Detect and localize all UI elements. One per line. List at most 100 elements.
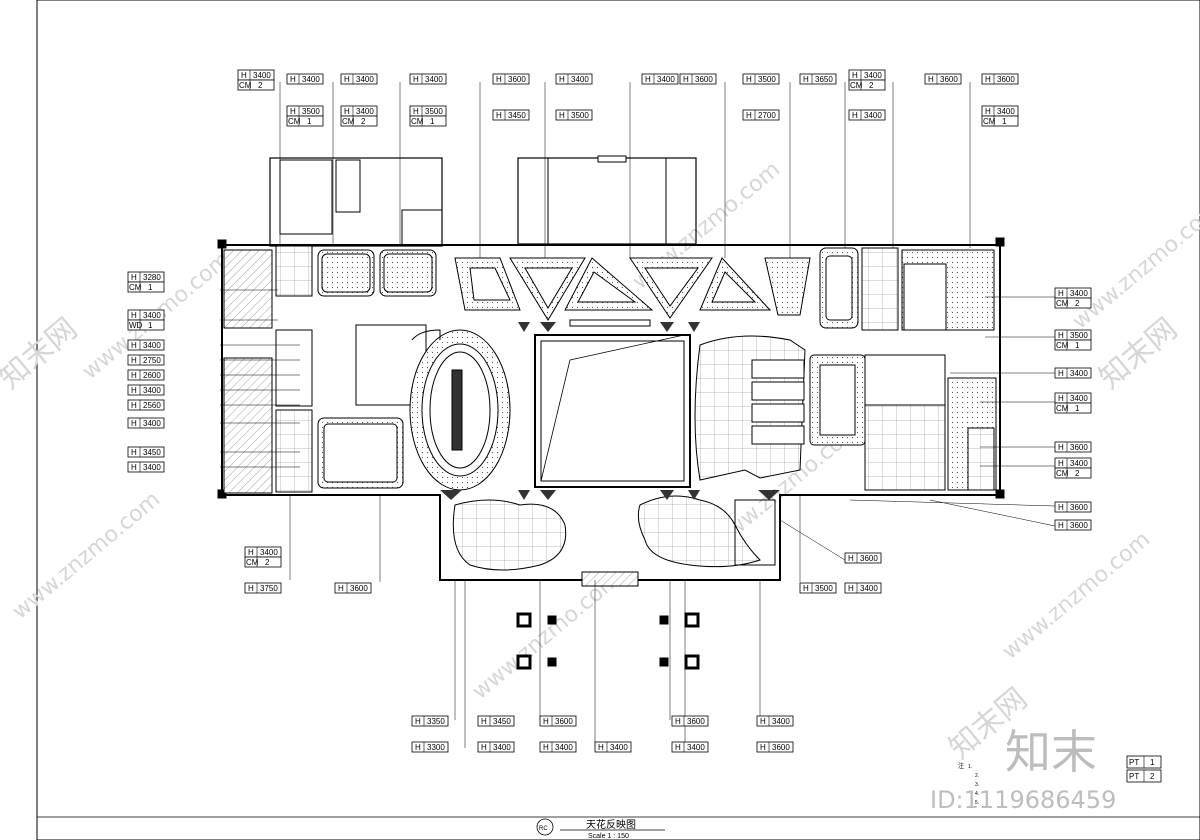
tag-height-value: 3400 — [356, 75, 374, 84]
tag-height-value: 3400 — [610, 743, 628, 752]
tag-height-value: 3400 — [143, 386, 161, 395]
tag-h-code: H — [131, 401, 137, 410]
tag-material-code: WD — [129, 321, 143, 330]
tag-height-value: 3400 — [425, 75, 443, 84]
svg-text:1: 1 — [1150, 758, 1155, 767]
tag-h-code: H — [481, 717, 487, 726]
drawing-scale: Scale 1 : 150 — [588, 833, 629, 840]
tag-height-value: 3600 — [555, 717, 573, 726]
room-top-left-1 — [317, 249, 375, 297]
tag-height-value: 2750 — [143, 356, 161, 365]
watermark-text: www.znzmo.com — [8, 487, 165, 625]
tag-height-value: 3400 — [864, 71, 882, 80]
tag-height-value: 3400 — [1070, 394, 1088, 403]
tag-height-value: 3600 — [1070, 503, 1088, 512]
tag-h-code: H — [248, 548, 254, 557]
tag-height-value: 3450 — [508, 111, 526, 120]
tag-height-value: 3400 — [997, 107, 1015, 116]
tag-material-code: CM — [1056, 299, 1069, 308]
tag-h-code: H — [415, 717, 421, 726]
tag-height-value: 3400 — [302, 75, 320, 84]
tag-material-code: CM — [411, 117, 424, 126]
watermark-text: www.znzmo.com — [1068, 197, 1200, 335]
tag-h-code: H — [1058, 443, 1064, 452]
tag-height-value: 3400 — [772, 717, 790, 726]
tag-h-code: H — [803, 584, 809, 593]
tag-h-code: H — [683, 75, 689, 84]
tag-h-code: H — [415, 743, 421, 752]
tag-height-value: 3600 — [1070, 443, 1088, 452]
tag-height-value: 3280 — [143, 273, 161, 282]
tag-h-code: H — [598, 743, 604, 752]
tag-height-value: 3400 — [1070, 369, 1088, 378]
tag-height-value: 3500 — [815, 584, 833, 593]
tag-height-value: 3600 — [772, 743, 790, 752]
tag-height-value: 3600 — [508, 75, 526, 84]
tag-h-code: H — [131, 419, 137, 428]
tag-h-code: H — [131, 386, 137, 395]
tag-h-code: H — [852, 111, 858, 120]
tag-h-code: H — [543, 743, 549, 752]
triangle-coves — [454, 257, 811, 321]
height-tag: H 3400 — [594, 741, 632, 753]
tag-material-code: CM — [129, 283, 142, 292]
tag-h-code: H — [675, 743, 681, 752]
tag-h-code: H — [131, 463, 137, 472]
tag-height-value: 3400 — [555, 743, 573, 752]
watermark-brand-large: 知末 — [1005, 725, 1097, 779]
watermark-text: www.znzmo.com — [468, 567, 625, 705]
tag-material-code: CM — [342, 117, 355, 126]
height-tag: H 3500 — [799, 582, 837, 594]
floor-plan — [217, 155, 1005, 670]
tag-material-num: 1 — [1075, 341, 1080, 350]
hatched-zone — [223, 249, 273, 329]
drawing-title: 天花反映图 — [586, 818, 636, 831]
tag-h-code: H — [559, 111, 565, 120]
tag-height-value: 3600 — [350, 584, 368, 593]
tag-height-value: 3600 — [695, 75, 713, 84]
tag-height-value: 3400 — [253, 71, 271, 80]
legend-box-pt2: PT 2 — [1126, 769, 1162, 783]
height-tag: H 3400 — [539, 741, 577, 753]
tag-h-code: H — [290, 75, 296, 84]
watermark-text: www.znzmo.com — [998, 527, 1155, 665]
tag-h-code: H — [803, 75, 809, 84]
tag-h-code: H — [131, 311, 137, 320]
tag-height-value: 3400 — [260, 548, 278, 557]
tag-height-value: 3400 — [657, 75, 675, 84]
tag-h-code: H — [1058, 331, 1064, 340]
hatched-zone — [223, 357, 273, 494]
tag-height-value: 3600 — [860, 554, 878, 563]
tag-material-num: 2 — [869, 81, 874, 90]
tag-material-num: 1 — [307, 117, 312, 126]
height-tag: H 3600 — [756, 741, 794, 753]
tag-h-code: H — [413, 75, 419, 84]
tag-h-code: H — [760, 743, 766, 752]
watermark-brand: 知末网 — [0, 311, 84, 396]
tag-height-value: 3600 — [940, 75, 958, 84]
tag-h-code: H — [852, 71, 858, 80]
tag-height-value: 3300 — [427, 743, 445, 752]
tag-material-num: 2 — [361, 117, 366, 126]
tag-material-code: CM — [239, 81, 252, 90]
central-atrium — [534, 334, 691, 488]
tag-height-value: 3400 — [493, 743, 511, 752]
